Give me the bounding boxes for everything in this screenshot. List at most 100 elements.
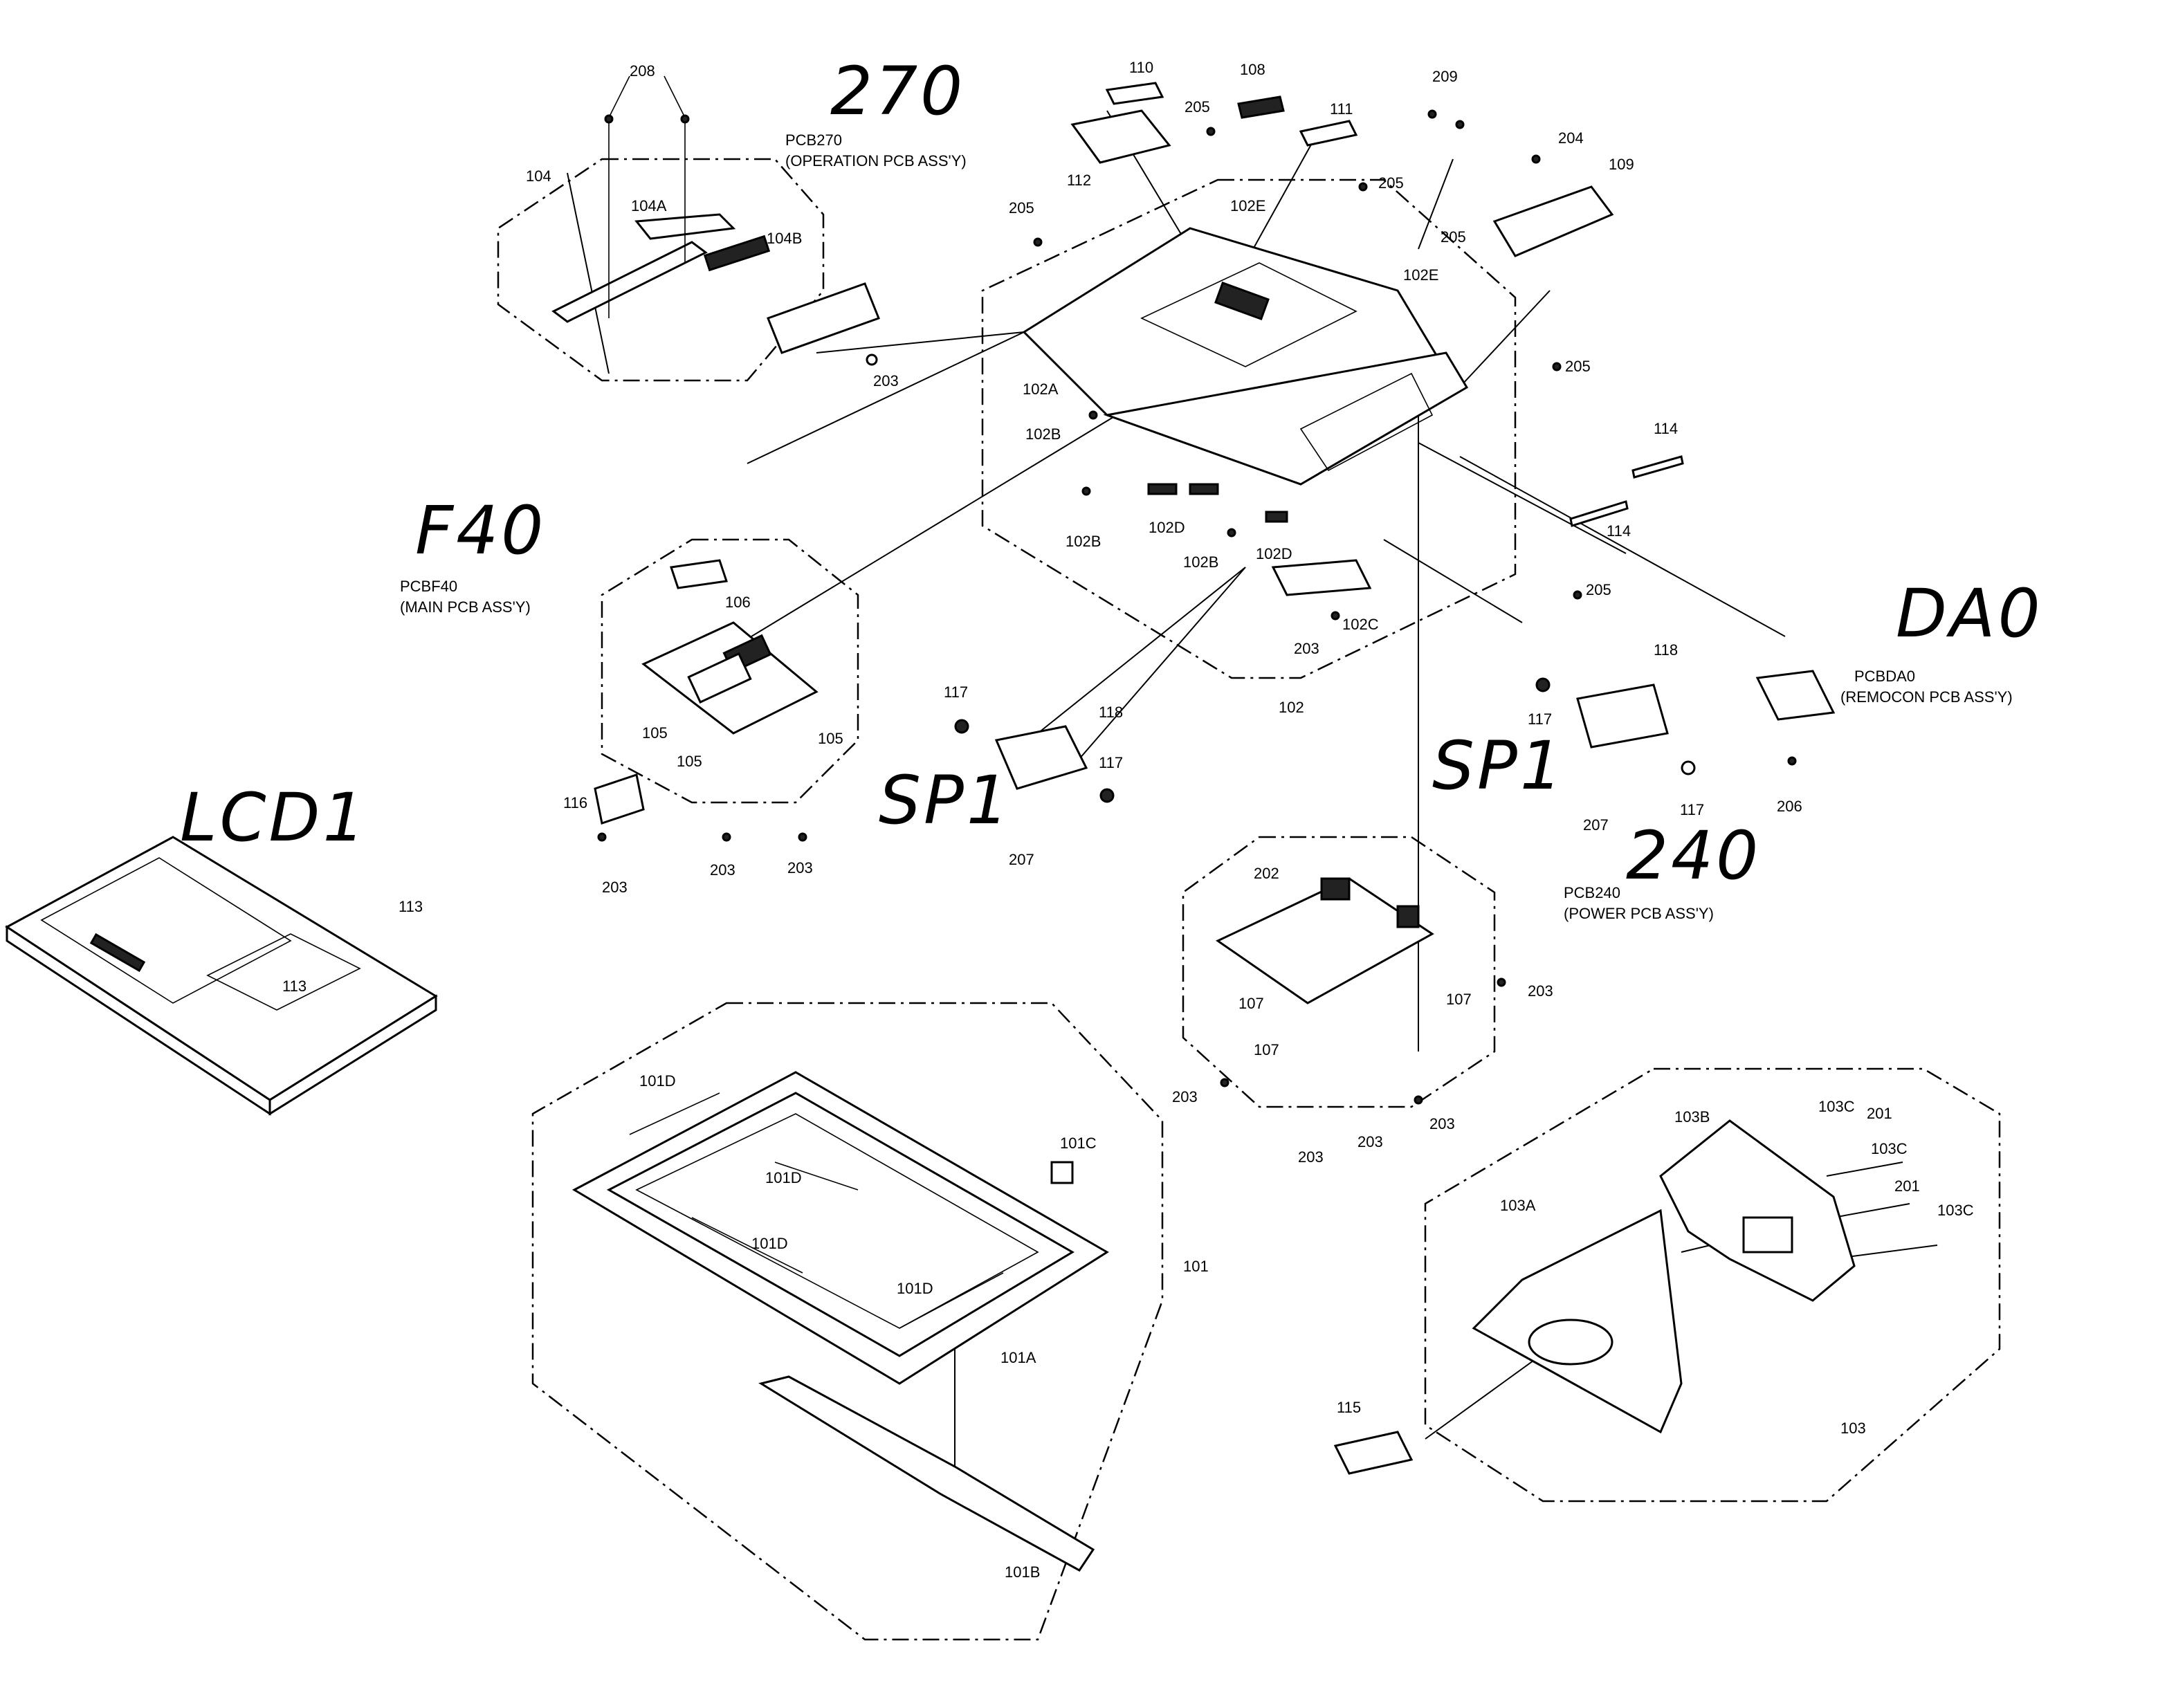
group-240-boundary: [1182, 836, 1496, 1108]
part-label: 201: [1894, 1177, 1920, 1195]
part-label: 102E: [1230, 197, 1265, 214]
part-label: 101D: [751, 1235, 788, 1252]
part-label: 203: [1172, 1088, 1198, 1105]
part-label: 118: [1099, 704, 1123, 721]
part-da0-remocon: [1755, 670, 1836, 721]
pcbda0-title: PCBDA0: [1854, 668, 1915, 685]
part-lcd1-panel: [5, 836, 438, 1116]
part-label: 102E: [1403, 266, 1438, 284]
part-label: 203: [602, 879, 628, 896]
part-label: 105: [677, 753, 702, 770]
part-label: 112: [1067, 172, 1091, 189]
handwritten-da0: DA0: [1896, 575, 2043, 652]
part-label: 205: [1441, 228, 1466, 246]
part-label: 117: [1680, 801, 1704, 818]
part-label: 103C: [1937, 1202, 1974, 1219]
part-label: 103B: [1674, 1108, 1710, 1126]
group-102-boundary: [981, 178, 1517, 679]
group-f40-boundary: [601, 538, 859, 804]
part-label: 102D: [1149, 519, 1185, 536]
part-label: 109: [1609, 156, 1634, 173]
pcb240-subtitle: (POWER PCB ASS'Y): [1564, 905, 1714, 922]
part-102-cabinet: [1022, 227, 1469, 596]
part-label: 114: [1654, 420, 1678, 437]
part-label: 101B: [1005, 1563, 1040, 1581]
part-label: 102D: [1256, 545, 1292, 562]
leader-lines: [567, 110, 1938, 1501]
part-sp1-right: [1535, 677, 1696, 775]
pcbf40-title: PCBF40: [400, 578, 457, 595]
part-label: 205: [1378, 174, 1404, 192]
part-label: 207: [1009, 851, 1034, 868]
group-104-boundary: [497, 158, 825, 382]
pcbf40-subtitle: (MAIN PCB ASS'Y): [400, 598, 531, 616]
part-label: 102B: [1025, 425, 1061, 443]
part-label: 203: [787, 859, 813, 876]
part-label: 108: [1240, 61, 1265, 78]
part-label: 205: [1009, 199, 1034, 217]
part-label: 107: [1446, 991, 1472, 1008]
part-label: 102B: [1066, 533, 1101, 550]
part-label: 203: [1429, 1115, 1455, 1132]
part-label: 117: [1099, 754, 1123, 771]
part-label: 113: [399, 898, 423, 915]
part-label: 103A: [1500, 1197, 1536, 1214]
part-label: 203: [873, 372, 899, 389]
part-label: 101D: [897, 1280, 933, 1297]
part-label: 105: [642, 724, 668, 742]
part-label: 204: [1558, 129, 1584, 147]
part-label: 102C: [1342, 616, 1379, 633]
part-label: 104: [526, 167, 551, 185]
part-sp1-left: [954, 719, 1115, 803]
part-label: 101C: [1060, 1135, 1097, 1152]
handwritten-240: 240: [1626, 817, 1761, 894]
part-101b-strip: [758, 1375, 1095, 1572]
part-label: 116: [563, 794, 587, 811]
part-label: 203: [1357, 1133, 1383, 1150]
part-label: 103: [1840, 1420, 1866, 1437]
screw-icons: [597, 109, 1797, 1105]
part-label: 202: [1254, 865, 1279, 882]
part-101-front-bezel: [572, 1071, 1109, 1385]
handwritten-f40: F40: [415, 492, 546, 569]
part-label: 104A: [631, 197, 667, 214]
part-label: 101A: [1000, 1349, 1036, 1366]
part-label: 206: [1777, 798, 1802, 815]
part-label: 101: [1183, 1258, 1209, 1275]
pcb270-title: PCB270: [785, 131, 842, 149]
pcb240-title: PCB240: [1564, 884, 1620, 901]
part-labels: 208 104 104A 104B 203 110 108 111 209 11…: [282, 59, 1974, 1581]
part-label: 102: [1279, 699, 1304, 716]
group-101-boundary: [531, 1002, 1164, 1641]
part-label: 102B: [1183, 553, 1218, 571]
part-label: 209: [1432, 68, 1458, 85]
part-label: 101D: [765, 1169, 802, 1186]
part-label: 205: [1586, 581, 1611, 598]
part-label: 117: [944, 683, 968, 701]
group-103-boundary: [1424, 1067, 2001, 1503]
part-label: 208: [630, 62, 655, 80]
part-label: 203: [1528, 982, 1553, 1000]
part-label: 118: [1654, 641, 1678, 659]
part-label: 207: [1583, 816, 1609, 834]
part-label: 117: [1528, 710, 1552, 728]
part-104-assembly: [551, 75, 880, 366]
part-label: 101D: [639, 1072, 676, 1090]
handwritten-sp1-right: SP1: [1432, 727, 1565, 805]
part-label: 107: [1238, 995, 1264, 1012]
part-label: 104B: [767, 230, 802, 247]
part-label: 113: [282, 977, 307, 995]
handwritten-sp1-left: SP1: [879, 762, 1012, 839]
part-label: 115: [1337, 1399, 1361, 1416]
small-sheet-parts: [1070, 82, 1684, 527]
part-label: 205: [1565, 358, 1591, 375]
part-label: 107: [1254, 1041, 1279, 1058]
handwritten-270: 270: [830, 53, 965, 130]
part-240-power-pcb: [1216, 877, 1434, 1004]
part-label: 103C: [1871, 1140, 1908, 1157]
part-label: 105: [818, 730, 843, 747]
pcb270-subtitle: (OPERATION PCB ASS'Y): [785, 152, 967, 169]
part-f40-main-pcb: [594, 559, 819, 825]
part-103-stand: [1333, 1119, 1856, 1475]
